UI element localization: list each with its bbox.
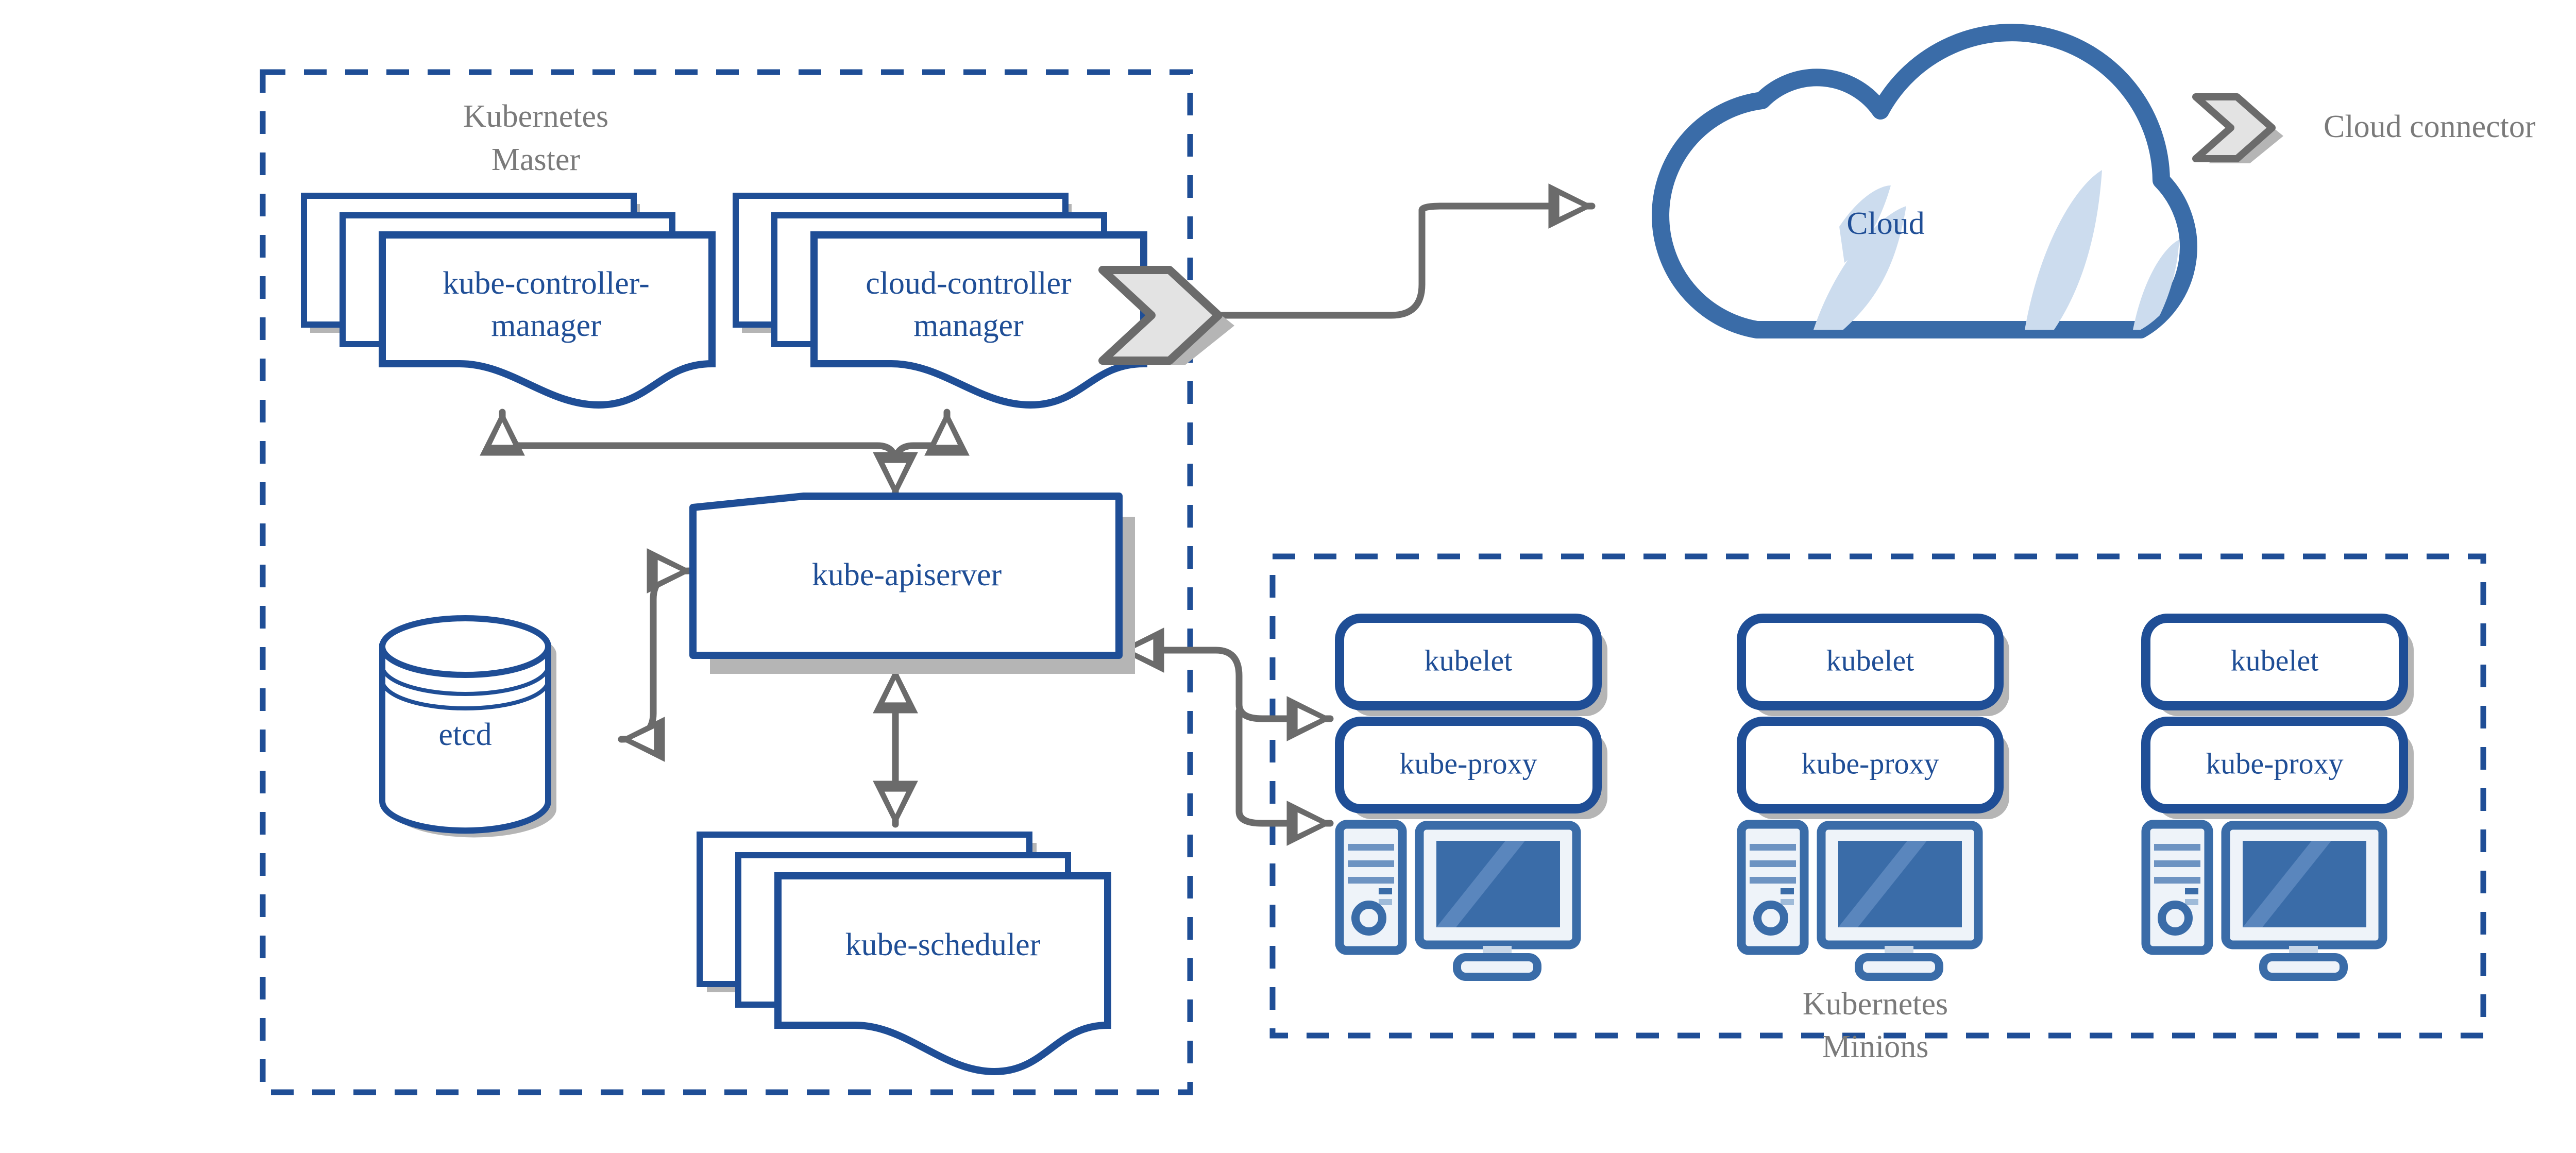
pc-vent-2	[1348, 860, 1394, 867]
pc-vent-1	[1750, 844, 1796, 851]
pc-led-2	[2185, 899, 2198, 905]
etcd-cylinder-top	[379, 615, 551, 678]
node-kube-scheduler[interactable]: kube-scheduler	[697, 832, 1111, 1076]
minion-3-kubelet[interactable]: kubelet	[2141, 614, 2414, 716]
minion-2-kubelet[interactable]: kubelet	[1737, 614, 2009, 716]
minion-2-kube-proxy-box	[1737, 717, 2004, 813]
minion-3-kube-proxy-box	[2141, 717, 2408, 813]
connector-layer	[480, 183, 1596, 846]
minion-3: kubelet kube-proxy	[2141, 614, 2414, 981]
kube-apiserver-label: kube-apiserver	[812, 557, 1002, 592]
pc-led-2	[1379, 899, 1392, 905]
etcd-cylinder-body	[379, 643, 551, 834]
node-cloud-controller-manager[interactable]: cloud-controller manager	[733, 193, 1147, 409]
pc-vent-3	[2154, 877, 2200, 884]
kube-scheduler-sheet-front	[774, 872, 1111, 1076]
cloud-label: Cloud	[1846, 206, 1925, 241]
minion-2-kubelet-label: kubelet	[1826, 643, 1914, 677]
minion-2-kubelet-box	[1737, 614, 2004, 710]
cloud-connector-icon[interactable]	[1098, 266, 1234, 365]
minion-2: kubelet kube-proxy	[1737, 614, 2009, 981]
minion-3-kubelet-label: kubelet	[2231, 643, 2319, 677]
pc-vent-1	[1348, 844, 1394, 851]
minion-1-desktop-computer-icon	[1335, 820, 1581, 981]
kube-apiserver-shape	[689, 493, 1123, 659]
connector-apiserver-to-cloud-controller-manager	[892, 409, 970, 499]
minion-1-kube-proxy-label: kube-proxy	[1399, 747, 1537, 780]
minion-1-kube-proxy-box	[1335, 717, 1602, 813]
pc-vent-2	[1750, 860, 1796, 867]
minion-1: kubelet kube-proxy	[1335, 614, 1607, 981]
pc-vent-1	[2154, 844, 2200, 851]
connector-apiserver-to-kube-controller-manager	[480, 409, 899, 499]
etcd-label: etcd	[438, 717, 492, 752]
pc-vent-3	[1750, 877, 1796, 884]
monitor-base	[1855, 953, 1943, 981]
pc-power-button	[2158, 901, 2193, 936]
etcd-disc-line-1	[380, 665, 550, 696]
group-kubernetes-master	[260, 69, 1193, 1095]
connector-apiserver-etcd	[618, 548, 694, 762]
node-etcd[interactable]: etcd	[379, 615, 556, 838]
node-kube-controller-manager[interactable]: kube-controller- manager	[301, 193, 716, 409]
minion-2-kube-proxy-label: kube-proxy	[1801, 747, 1939, 780]
kube-controller-manager-label-line1: kube-controller-	[443, 266, 650, 301]
minion-3-kube-proxy[interactable]: kube-proxy	[2141, 717, 2414, 819]
cloud-controller-manager-label-line1: cloud-controller	[866, 266, 1072, 301]
pc-led-1	[2185, 888, 2198, 894]
kube-controller-manager-label-line2: manager	[491, 308, 601, 343]
kube-controller-manager-sheet-front	[379, 231, 716, 409]
cloud-controller-manager-sheet-front	[810, 231, 1147, 409]
legend-cloud-connector: Cloud connector	[2192, 93, 2536, 163]
connector-apiserver-kube-proxy	[1235, 707, 1334, 846]
cloud-connector-icon-glyph	[1098, 266, 1223, 365]
kube-scheduler-label: kube-scheduler	[845, 927, 1041, 962]
cloud-highlights	[1814, 170, 2179, 330]
group-kubernetes-minions	[1269, 553, 2486, 1039]
monitor-base	[1453, 953, 1541, 981]
monitor-glare	[2243, 841, 2331, 927]
minion-1-kube-proxy[interactable]: kube-proxy	[1335, 717, 1607, 819]
chevron-right-icon	[2192, 93, 2276, 162]
minions-group-border	[1269, 553, 2486, 1039]
master-group-label-line2: Master	[492, 142, 581, 177]
pc-led-2	[1781, 899, 1794, 905]
node-cloud[interactable]: Cloud	[1652, 24, 2197, 338]
minion-2-desktop-computer-icon	[1737, 820, 1983, 981]
legend-cloud-connector-label: Cloud connector	[2324, 109, 2536, 144]
pc-vent-3	[1348, 877, 1394, 884]
pc-power-button	[1351, 901, 1386, 936]
monitor-glare	[1838, 841, 1927, 927]
minion-1-kubelet-label: kubelet	[1425, 643, 1513, 677]
pc-power-button	[1753, 901, 1788, 936]
pc-led-1	[1781, 888, 1794, 894]
minions-group-label-line2: Minions	[1822, 1029, 1929, 1064]
minions-group-label-line1: Kubernetes	[1803, 987, 1948, 1022]
minion-3-kubelet-box	[2141, 614, 2408, 710]
minion-2-kube-proxy[interactable]: kube-proxy	[1737, 717, 2009, 819]
node-kube-apiserver[interactable]: kube-apiserver	[689, 493, 1135, 674]
pc-vent-2	[2154, 860, 2200, 867]
connector-cloud-controller-manager-to-cloud	[1148, 183, 1596, 319]
minion-1-kubelet[interactable]: kubelet	[1335, 614, 1607, 716]
minion-3-kube-proxy-label: kube-proxy	[2206, 747, 2343, 780]
monitor-glare	[1436, 841, 1525, 927]
monitor-base	[2259, 953, 2348, 981]
etcd-disc-line-2	[380, 680, 550, 710]
minion-3-desktop-computer-icon	[2141, 820, 2387, 981]
master-group-label-line1: Kubernetes	[463, 99, 608, 134]
cloud-controller-manager-label-line2: manager	[913, 308, 1024, 343]
cloud-shape	[1652, 24, 2197, 338]
pc-led-1	[1379, 888, 1392, 894]
master-group-border	[260, 69, 1193, 1095]
connector-apiserver-kubelet	[1117, 628, 1334, 741]
minion-1-kubelet-box	[1335, 614, 1602, 710]
